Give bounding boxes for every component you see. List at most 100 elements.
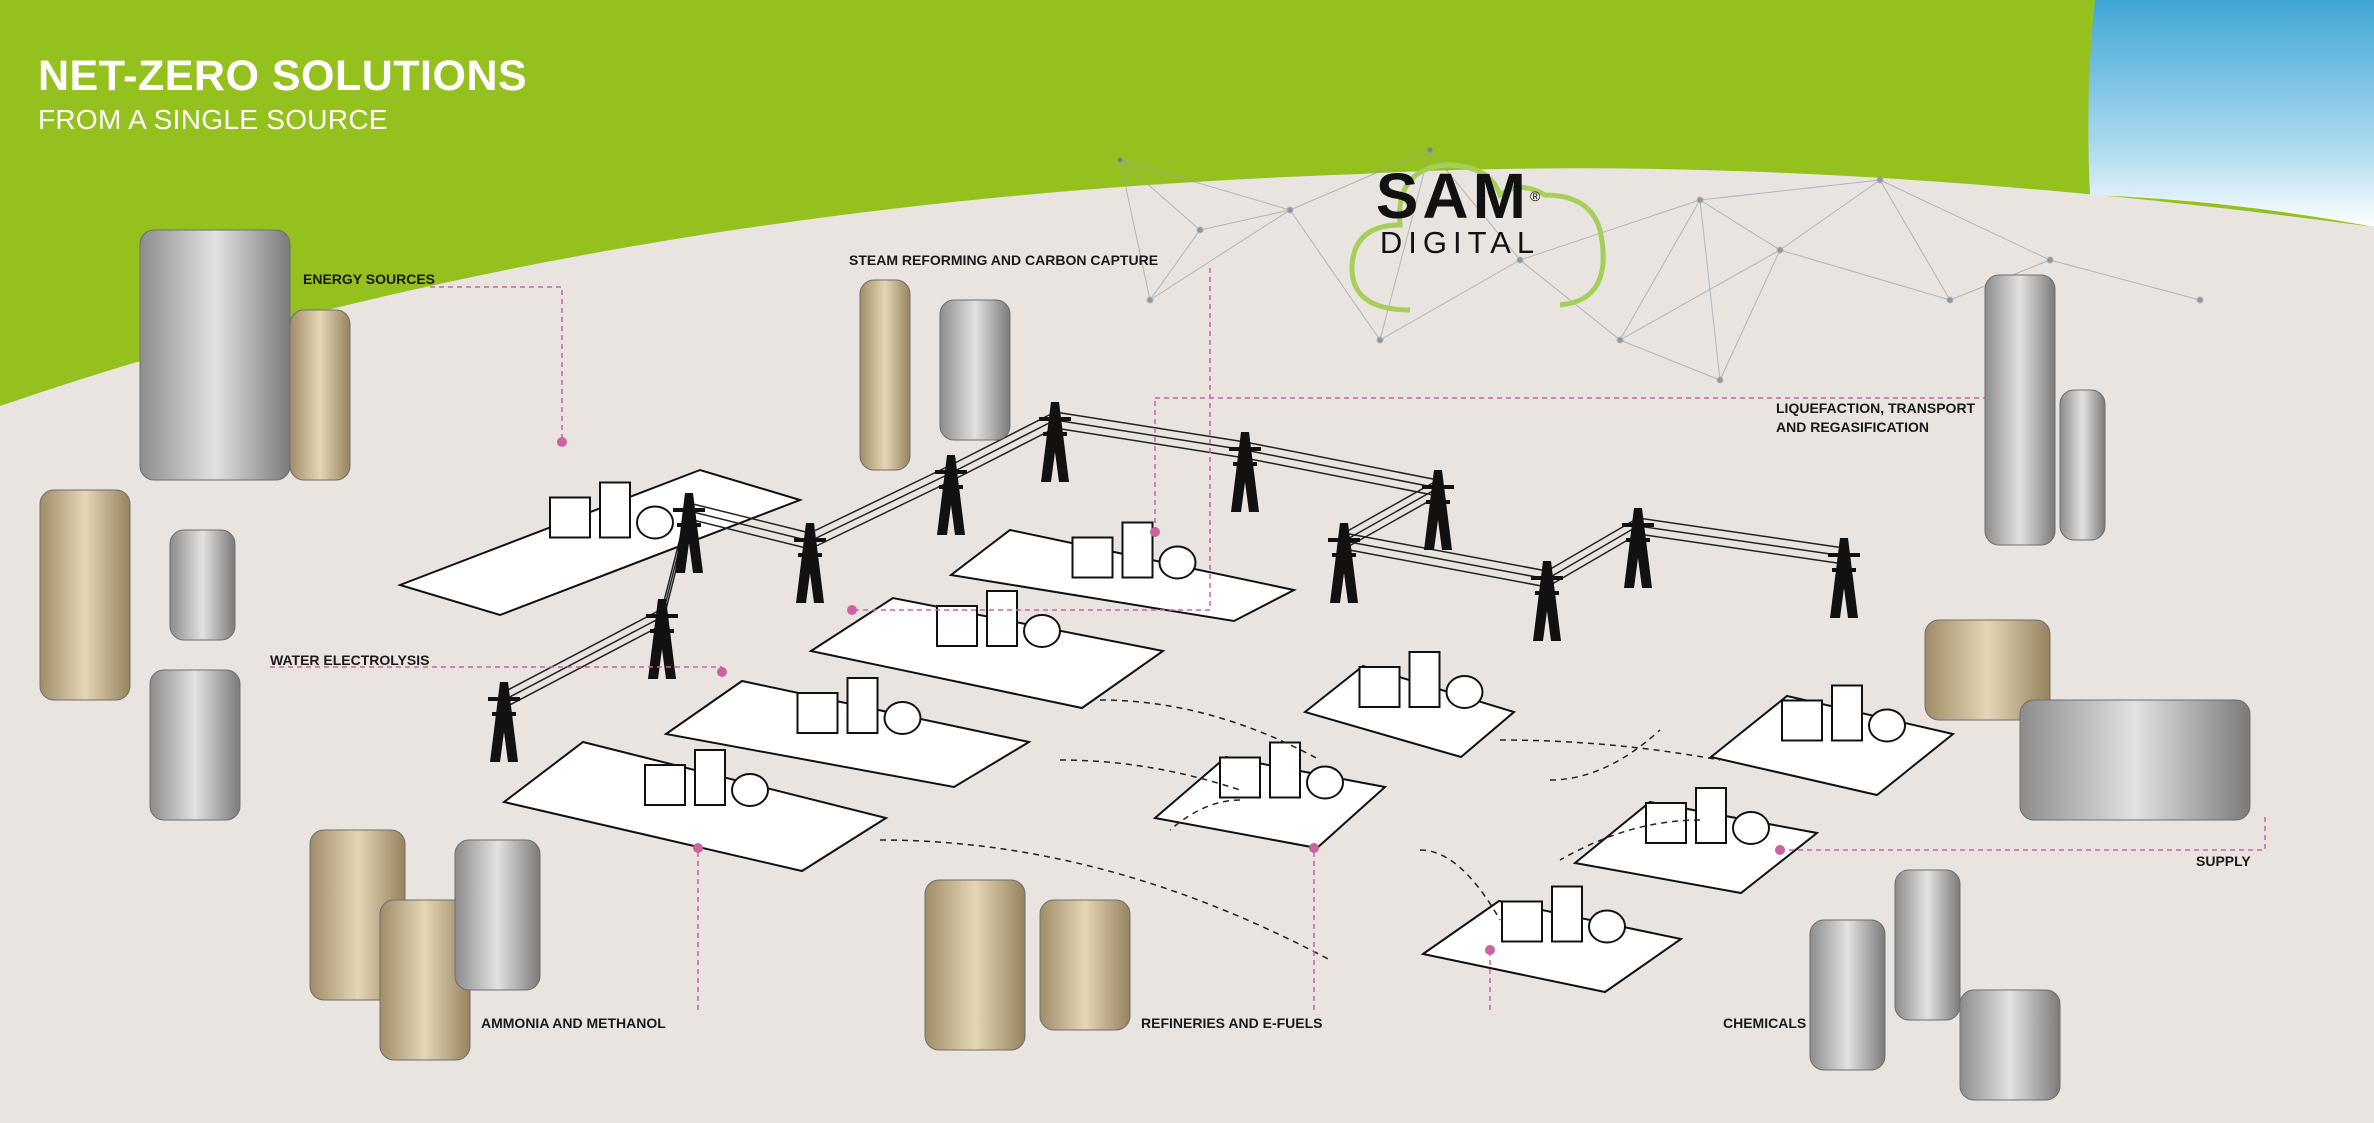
sphere-tank xyxy=(1445,675,1484,709)
platform xyxy=(1420,899,1684,994)
valve-icon xyxy=(1924,619,2051,721)
label-ammonia-methanol[interactable]: AMMONIA AND METHANOL xyxy=(481,1015,666,1031)
valve-icon xyxy=(169,529,236,641)
tank xyxy=(986,590,1018,647)
page-title: NET-ZERO SOLUTIONS xyxy=(38,52,528,100)
network-line xyxy=(1619,199,1701,341)
network-line xyxy=(2049,259,2201,301)
network-node xyxy=(1716,376,1724,384)
building xyxy=(1781,699,1823,742)
power-line xyxy=(1343,487,1439,542)
building xyxy=(1071,536,1114,579)
power-line xyxy=(1546,525,1639,580)
label-chemicals[interactable]: CHEMICALS xyxy=(1723,1015,1807,1031)
platform xyxy=(1302,664,1517,759)
power-lines xyxy=(503,411,1845,709)
tank xyxy=(1831,684,1863,742)
valve-icon xyxy=(1894,869,1961,1021)
valve-icon xyxy=(1809,919,1886,1071)
pipeline xyxy=(1169,799,1241,831)
green-banner xyxy=(0,0,2374,406)
pipeline xyxy=(1099,699,1321,761)
network-line xyxy=(1619,339,1721,381)
network-line xyxy=(1719,249,1781,381)
label-liquefaction-2[interactable]: AND REGASIFICATION xyxy=(1776,419,1929,435)
pylon-icon xyxy=(1328,523,1360,603)
leader-dot xyxy=(717,667,727,677)
power-line xyxy=(688,502,811,534)
network-node xyxy=(1426,146,1434,154)
pipeline xyxy=(1549,729,1661,781)
platforms xyxy=(396,468,1956,994)
pipeline xyxy=(1499,739,1721,761)
network-line xyxy=(1149,229,1201,301)
pylon-icon xyxy=(1622,508,1654,588)
power-line xyxy=(1054,419,1246,451)
sphere-tank xyxy=(1868,708,1906,743)
network-line xyxy=(1379,259,1521,341)
valve-icon xyxy=(924,879,1026,1051)
valve-icon xyxy=(289,309,351,481)
tank xyxy=(1121,521,1154,579)
logo-sub: DIGITAL xyxy=(1379,225,1541,260)
label-liquefaction-1[interactable]: LIQUEFACTION, TRANSPORT xyxy=(1776,400,1976,416)
power-line xyxy=(503,608,663,693)
sphere-tank xyxy=(1023,614,1061,648)
pylon-icon xyxy=(1039,402,1071,482)
logo-brand: SAM xyxy=(1375,160,1530,232)
pipeline-connections xyxy=(879,699,1721,961)
label-supply[interactable]: SUPPLY xyxy=(2196,853,2251,869)
pylon-icon xyxy=(935,455,967,535)
network-node xyxy=(1376,336,1384,344)
leader-dot xyxy=(1775,845,1785,855)
power-line xyxy=(809,480,952,550)
network-line xyxy=(1429,149,1521,261)
network-node xyxy=(1696,196,1704,204)
network-lines xyxy=(1116,146,2204,384)
network-line xyxy=(1699,199,1721,381)
leader-dot xyxy=(847,605,857,615)
valve-icon xyxy=(139,229,291,481)
leader-dot xyxy=(1485,945,1495,955)
valve-icon xyxy=(1984,274,2056,546)
sam-digital-logo[interactable]: SAM® DIGITAL xyxy=(1360,164,1560,260)
sphere-tank xyxy=(1158,545,1197,580)
pylons xyxy=(488,402,1860,762)
network-line xyxy=(1699,199,1781,251)
valve-icon xyxy=(1039,899,1131,1031)
power-line xyxy=(1637,533,1845,565)
tank xyxy=(846,677,879,734)
network-node xyxy=(1946,296,1954,304)
building xyxy=(644,764,686,806)
pylon-icon xyxy=(794,523,826,603)
network-node xyxy=(1146,296,1154,304)
sphere-tank xyxy=(1732,811,1770,845)
label-refineries[interactable]: REFINERIES AND E-FUELS xyxy=(1141,1015,1323,1031)
network-line xyxy=(1879,179,1951,301)
sphere-tank xyxy=(731,773,769,807)
valve-icon xyxy=(2059,389,2106,541)
valve-icon xyxy=(149,669,241,821)
leader-dot xyxy=(557,437,567,447)
network-line xyxy=(1119,159,1291,211)
network-node xyxy=(1876,176,1884,184)
power-line xyxy=(1244,441,1439,481)
network-line xyxy=(1779,179,1881,251)
power-line xyxy=(1343,532,1548,572)
network-line xyxy=(1119,159,1201,231)
leader-lines xyxy=(270,268,2266,1010)
network-line xyxy=(1699,179,1881,201)
label-water-electrolysis[interactable]: WATER ELECTROLYSIS xyxy=(270,652,430,668)
power-line xyxy=(950,427,1056,482)
network-node xyxy=(1516,256,1524,264)
network-line xyxy=(1519,199,1701,261)
power-line xyxy=(950,419,1056,474)
pylon-icon xyxy=(673,493,705,573)
network-node xyxy=(1196,226,1204,234)
label-steam-reforming[interactable]: STEAM REFORMING AND CARBON CAPTURE xyxy=(849,252,1159,268)
valve-icon xyxy=(454,839,541,991)
label-energy-sources[interactable]: ENERGY SOURCES xyxy=(303,271,435,287)
sam-logo-cloud xyxy=(1349,162,1606,313)
network-node xyxy=(1776,246,1784,254)
